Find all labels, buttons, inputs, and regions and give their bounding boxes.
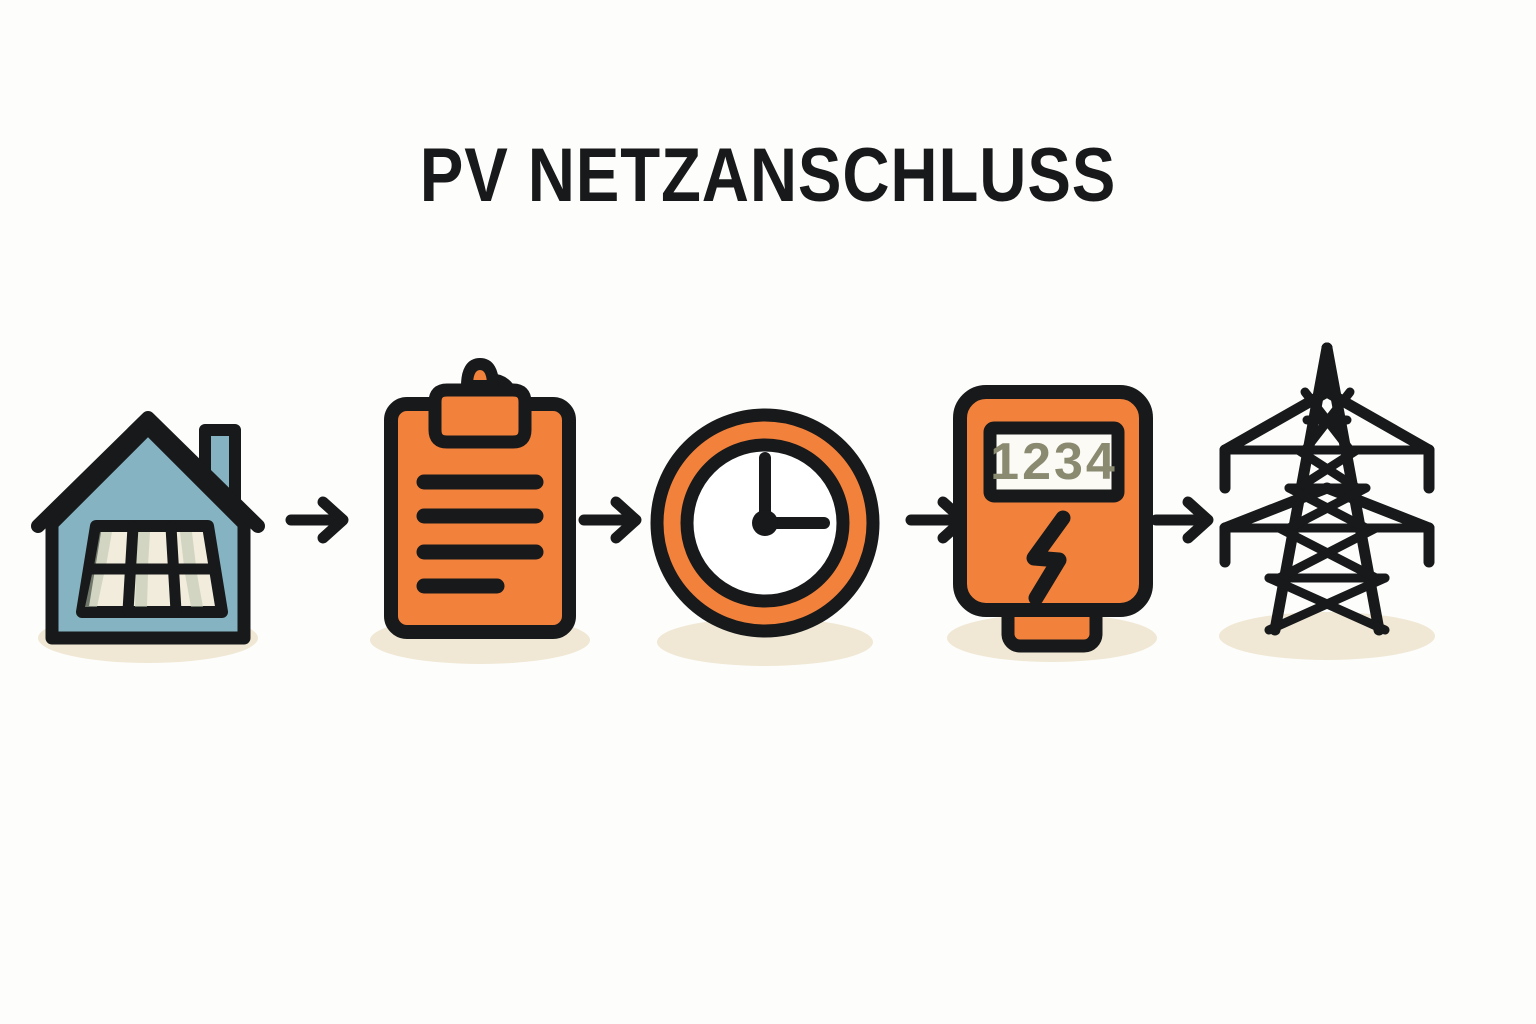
step-house-with-pv [30,330,280,680]
pylon-shadow [1219,612,1435,660]
clipboard-text-lines-icon [416,474,544,594]
solar-panel-cells-icon [85,532,203,607]
step-grid-power-pylon [1205,330,1455,680]
clipboard-clip-knob-icon [461,358,499,392]
power-pylon-icon [1219,342,1435,636]
clock-shadow [657,618,873,666]
step-electricity-meter: 1234 [930,330,1180,680]
page-title: PV NETZANSCHLUSS [419,133,1117,218]
flow-arrow-1 [285,490,355,550]
lightning-bolt-icon [1026,510,1071,606]
step-application-clipboard [355,330,605,680]
process-flow: 1234 [0,330,1536,680]
clock-center-dot-icon [752,510,778,536]
meter-display-icon [983,421,1125,503]
flow-arrow-4 [1150,490,1220,550]
clipboard-clip-bar-icon [428,383,532,449]
meter-display-value: 1234 [990,433,1118,491]
flow-arrow-2 [578,490,648,550]
solar-panel-grid-icon [83,521,221,617]
step-waiting-period-clock [640,330,890,680]
roof-eaves-icon [31,411,265,533]
